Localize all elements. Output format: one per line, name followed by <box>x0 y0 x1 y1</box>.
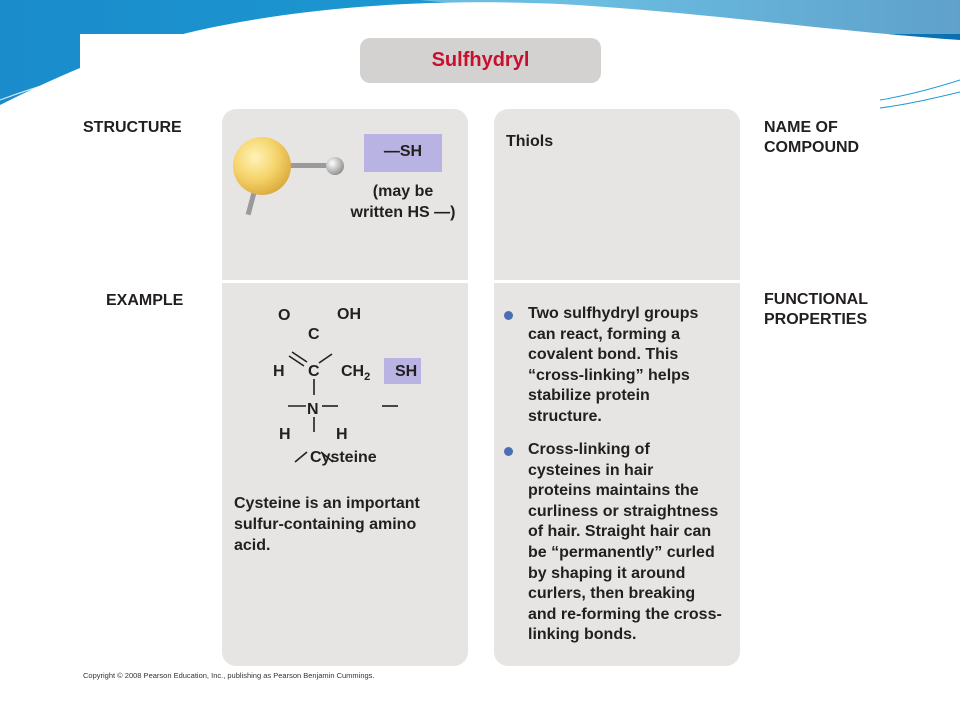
atom-c-carboxyl: C <box>308 326 320 343</box>
atom-c-alpha: C <box>308 363 320 380</box>
copyright-notice: Copyright © 2008 Pearson Education, Inc.… <box>83 671 375 680</box>
slide-content: Sulfhydryl STRUCTURE EXAMPLE NAME OF COM… <box>80 34 880 694</box>
right-panel-divider <box>494 280 740 283</box>
cysteine-sh-highlight <box>384 358 421 384</box>
title-banner: Sulfhydryl <box>360 38 601 83</box>
header-structure: STRUCTURE <box>83 119 182 136</box>
left-panel <box>222 109 468 666</box>
bullet-icon <box>504 447 513 456</box>
header-functional-properties: FUNCTIONAL PROPERTIES <box>764 291 868 328</box>
left-panel-divider <box>222 280 468 283</box>
header-example: EXAMPLE <box>106 292 184 309</box>
structure-note: (may be written HS —) <box>350 183 456 221</box>
example-caption: Cysteine is an important sulfur-containi… <box>234 495 420 554</box>
atom-h-left: H <box>273 363 285 380</box>
atom-sh: SH <box>395 363 418 380</box>
molecule-name: Cysteine <box>310 449 377 466</box>
atom-n: N <box>307 401 319 418</box>
property-1: Two sulfhydryl groups can react, forming… <box>528 305 699 425</box>
sh-group-highlight <box>364 134 442 172</box>
property-2: Cross-linking of cysteines in hair prote… <box>528 441 722 644</box>
bullet-icon <box>504 311 513 320</box>
atom-oh: OH <box>337 306 361 323</box>
ball-and-stick-model <box>233 137 344 216</box>
atom-ch2: CH2 <box>341 363 371 384</box>
atom-h-bottom-right: H <box>336 426 348 443</box>
header-name-of-compound: NAME OF COMPOUND <box>764 119 860 156</box>
right-panel <box>494 109 740 666</box>
cysteine-bonds <box>288 351 398 463</box>
sh-group-label: —SH <box>383 143 423 160</box>
compound-name: Thiols <box>506 133 554 150</box>
page-title: Sulfhydryl <box>431 49 530 71</box>
atom-h-bottom-left: H <box>279 426 291 443</box>
atom-o: O <box>278 307 291 324</box>
